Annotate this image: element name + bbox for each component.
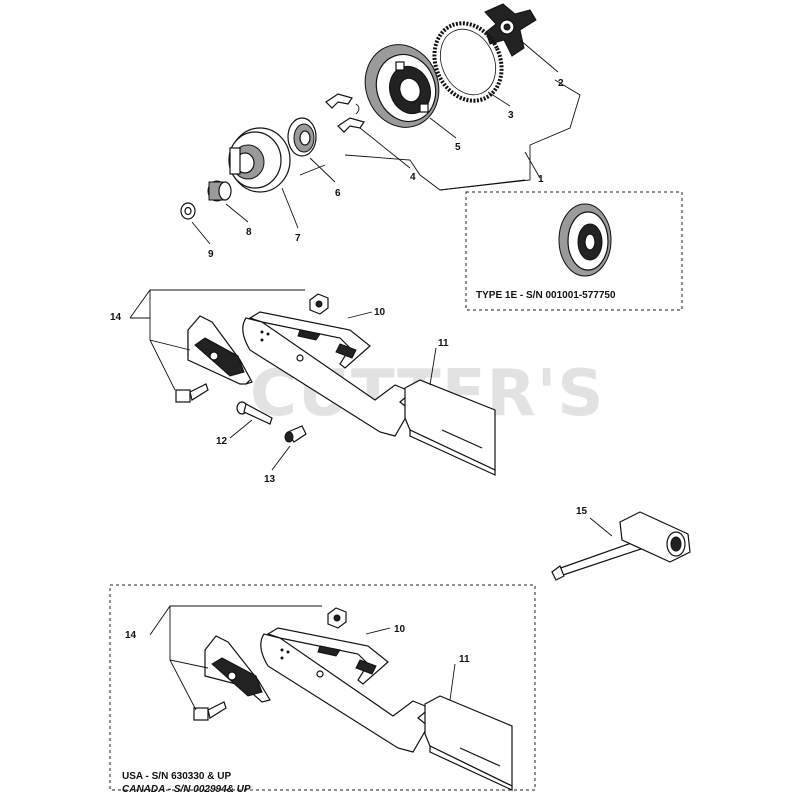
callout-2: 2 — [558, 78, 564, 89]
canada-serial-label: CANADA - S/N 002994& UP — [122, 784, 251, 795]
callout-6: 6 — [335, 188, 341, 199]
bar-guard-part-bottom — [424, 695, 513, 791]
bar-guard-part-top — [404, 379, 496, 476]
clutch-shoes-part — [364, 44, 440, 128]
bolt-part-bottom — [193, 701, 227, 721]
needle-bearing-part — [207, 180, 232, 202]
guide-bar-part-bottom — [260, 633, 432, 753]
stud-part — [284, 425, 307, 443]
clutch-hub-part — [484, 3, 537, 57]
nut-part-top — [309, 293, 329, 315]
washer-part — [180, 202, 196, 220]
callout-10-bottom: 10 — [394, 624, 406, 635]
bar-plate-part-top — [187, 315, 253, 385]
callout-11-bottom: 11 — [459, 654, 470, 665]
nut-part-bottom — [327, 607, 347, 629]
screw-part — [236, 401, 273, 425]
callout-14-top: 14 — [110, 312, 122, 323]
callout-14-bottom: 14 — [125, 630, 137, 641]
callout-4: 4 — [410, 172, 416, 183]
callout-8: 8 — [246, 227, 252, 238]
callout-1: 1 — [538, 174, 544, 185]
clutch-washer-part — [287, 117, 317, 157]
callout-12: 12 — [216, 436, 228, 447]
saw-chain-part-bottom — [266, 627, 389, 685]
clutch-clips-part — [325, 93, 365, 133]
callout-9: 9 — [208, 249, 214, 260]
clutch-spring-part — [432, 21, 504, 103]
scrench-tool-part — [551, 511, 691, 581]
type1e-clutch-part — [558, 203, 612, 277]
saw-chain-part-top — [248, 311, 371, 369]
bolt-part-top — [175, 383, 209, 403]
type1e-label: TYPE 1E - S/N 001001-577750 — [476, 290, 616, 301]
callout-13: 13 — [264, 474, 276, 485]
bar-plate-part-bottom — [204, 635, 271, 703]
usa-serial-label: USA - S/N 630330 & UP — [122, 771, 231, 782]
guide-bar-part-top — [242, 317, 414, 437]
callout-5: 5 — [455, 142, 461, 153]
callout-15: 15 — [576, 506, 588, 517]
callout-10-top: 10 — [374, 307, 386, 318]
usa-canada-box — [109, 584, 536, 791]
type1e-box — [465, 191, 683, 311]
callout-7: 7 — [295, 233, 301, 244]
callout-11-top: 11 — [438, 338, 449, 349]
clutch-drum-part — [228, 127, 291, 193]
callout-3: 3 — [508, 110, 514, 121]
